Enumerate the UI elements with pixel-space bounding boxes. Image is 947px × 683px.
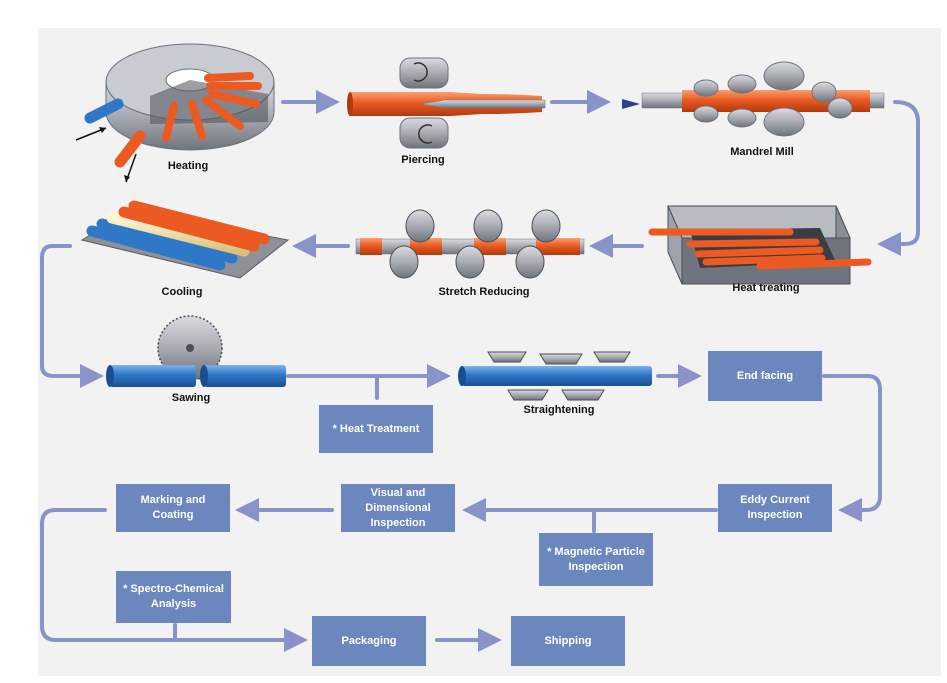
- label-stretch-reducing: Stretch Reducing: [438, 286, 530, 298]
- mandrel-mill-illustration: [622, 61, 885, 137]
- label-cooling: Cooling: [161, 286, 203, 298]
- label-mandrel-mill: Mandrel Mill: [730, 146, 794, 158]
- sawing-illustration: [106, 315, 286, 387]
- cooling-illustration: [80, 200, 290, 279]
- heat-treating-illustration: [648, 205, 872, 285]
- box-visual-dimensional: Visual and Dimensional Inspection: [341, 484, 455, 532]
- straightening-illustration: [458, 351, 652, 401]
- arrow-cooling-to-sawing: [40, 244, 104, 388]
- box-marking-coating: Marking and Coating: [116, 484, 230, 532]
- label-sawing: Sawing: [171, 392, 211, 404]
- flow-arrows: [40, 90, 920, 652]
- box-end-facing: End facing: [708, 351, 822, 401]
- box-heat-treatment: * Heat Treatment: [319, 405, 433, 453]
- arrow-marking-to-packaging: [40, 508, 308, 652]
- stretch-reducing-illustration: [355, 209, 585, 279]
- box-shipping: Shipping: [511, 616, 625, 666]
- label-heating: Heating: [167, 160, 209, 172]
- arrow-end-facing-to-eddy: [822, 374, 882, 522]
- label-heat-treating: Heat treating: [732, 282, 800, 294]
- box-eddy-current: Eddy Current Inspection: [718, 484, 832, 532]
- label-straightening: Straightening: [523, 404, 595, 416]
- arrow-mandrel-to-heat-treating: [877, 100, 920, 256]
- piercing-illustration: [347, 57, 546, 149]
- box-packaging: Packaging: [312, 616, 426, 666]
- box-magnetic-particle: * Magnetic Particle Inspection: [539, 533, 653, 586]
- heating-furnace-illustration: [75, 43, 275, 183]
- box-spectro-chemical: * Spectro-Chemical Analysis: [116, 571, 231, 623]
- label-piercing: Piercing: [401, 154, 445, 166]
